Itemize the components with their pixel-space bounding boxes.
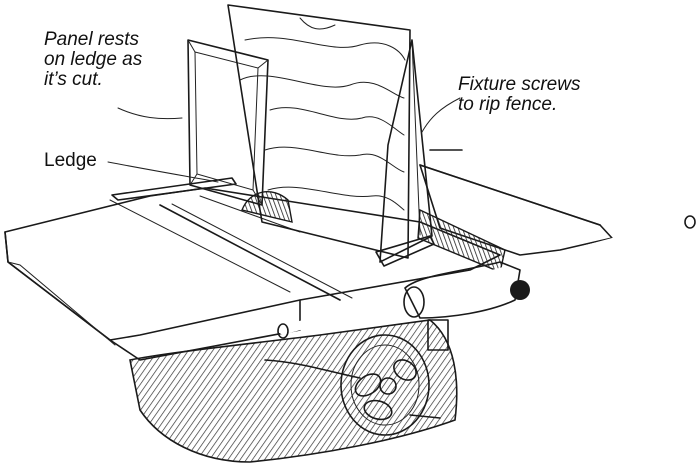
callout-line-panel xyxy=(117,107,183,120)
label-fixture-screws: Fixture screws to rip fence. xyxy=(458,74,581,115)
callout-line-ledge xyxy=(107,161,219,183)
blade-height-handwheel xyxy=(340,334,441,436)
callouts xyxy=(107,97,461,183)
label-ledge: Ledge xyxy=(44,150,97,171)
ledge-strip xyxy=(111,177,237,201)
saw-blade xyxy=(241,191,293,223)
lock-knob xyxy=(510,280,530,300)
fence-rail xyxy=(277,215,696,339)
label-panel-rests: Panel rests on ledge as it’s cut. xyxy=(44,29,143,90)
fence-head xyxy=(403,261,530,351)
saw-base xyxy=(129,319,458,463)
callout-line-fixture xyxy=(421,97,461,133)
